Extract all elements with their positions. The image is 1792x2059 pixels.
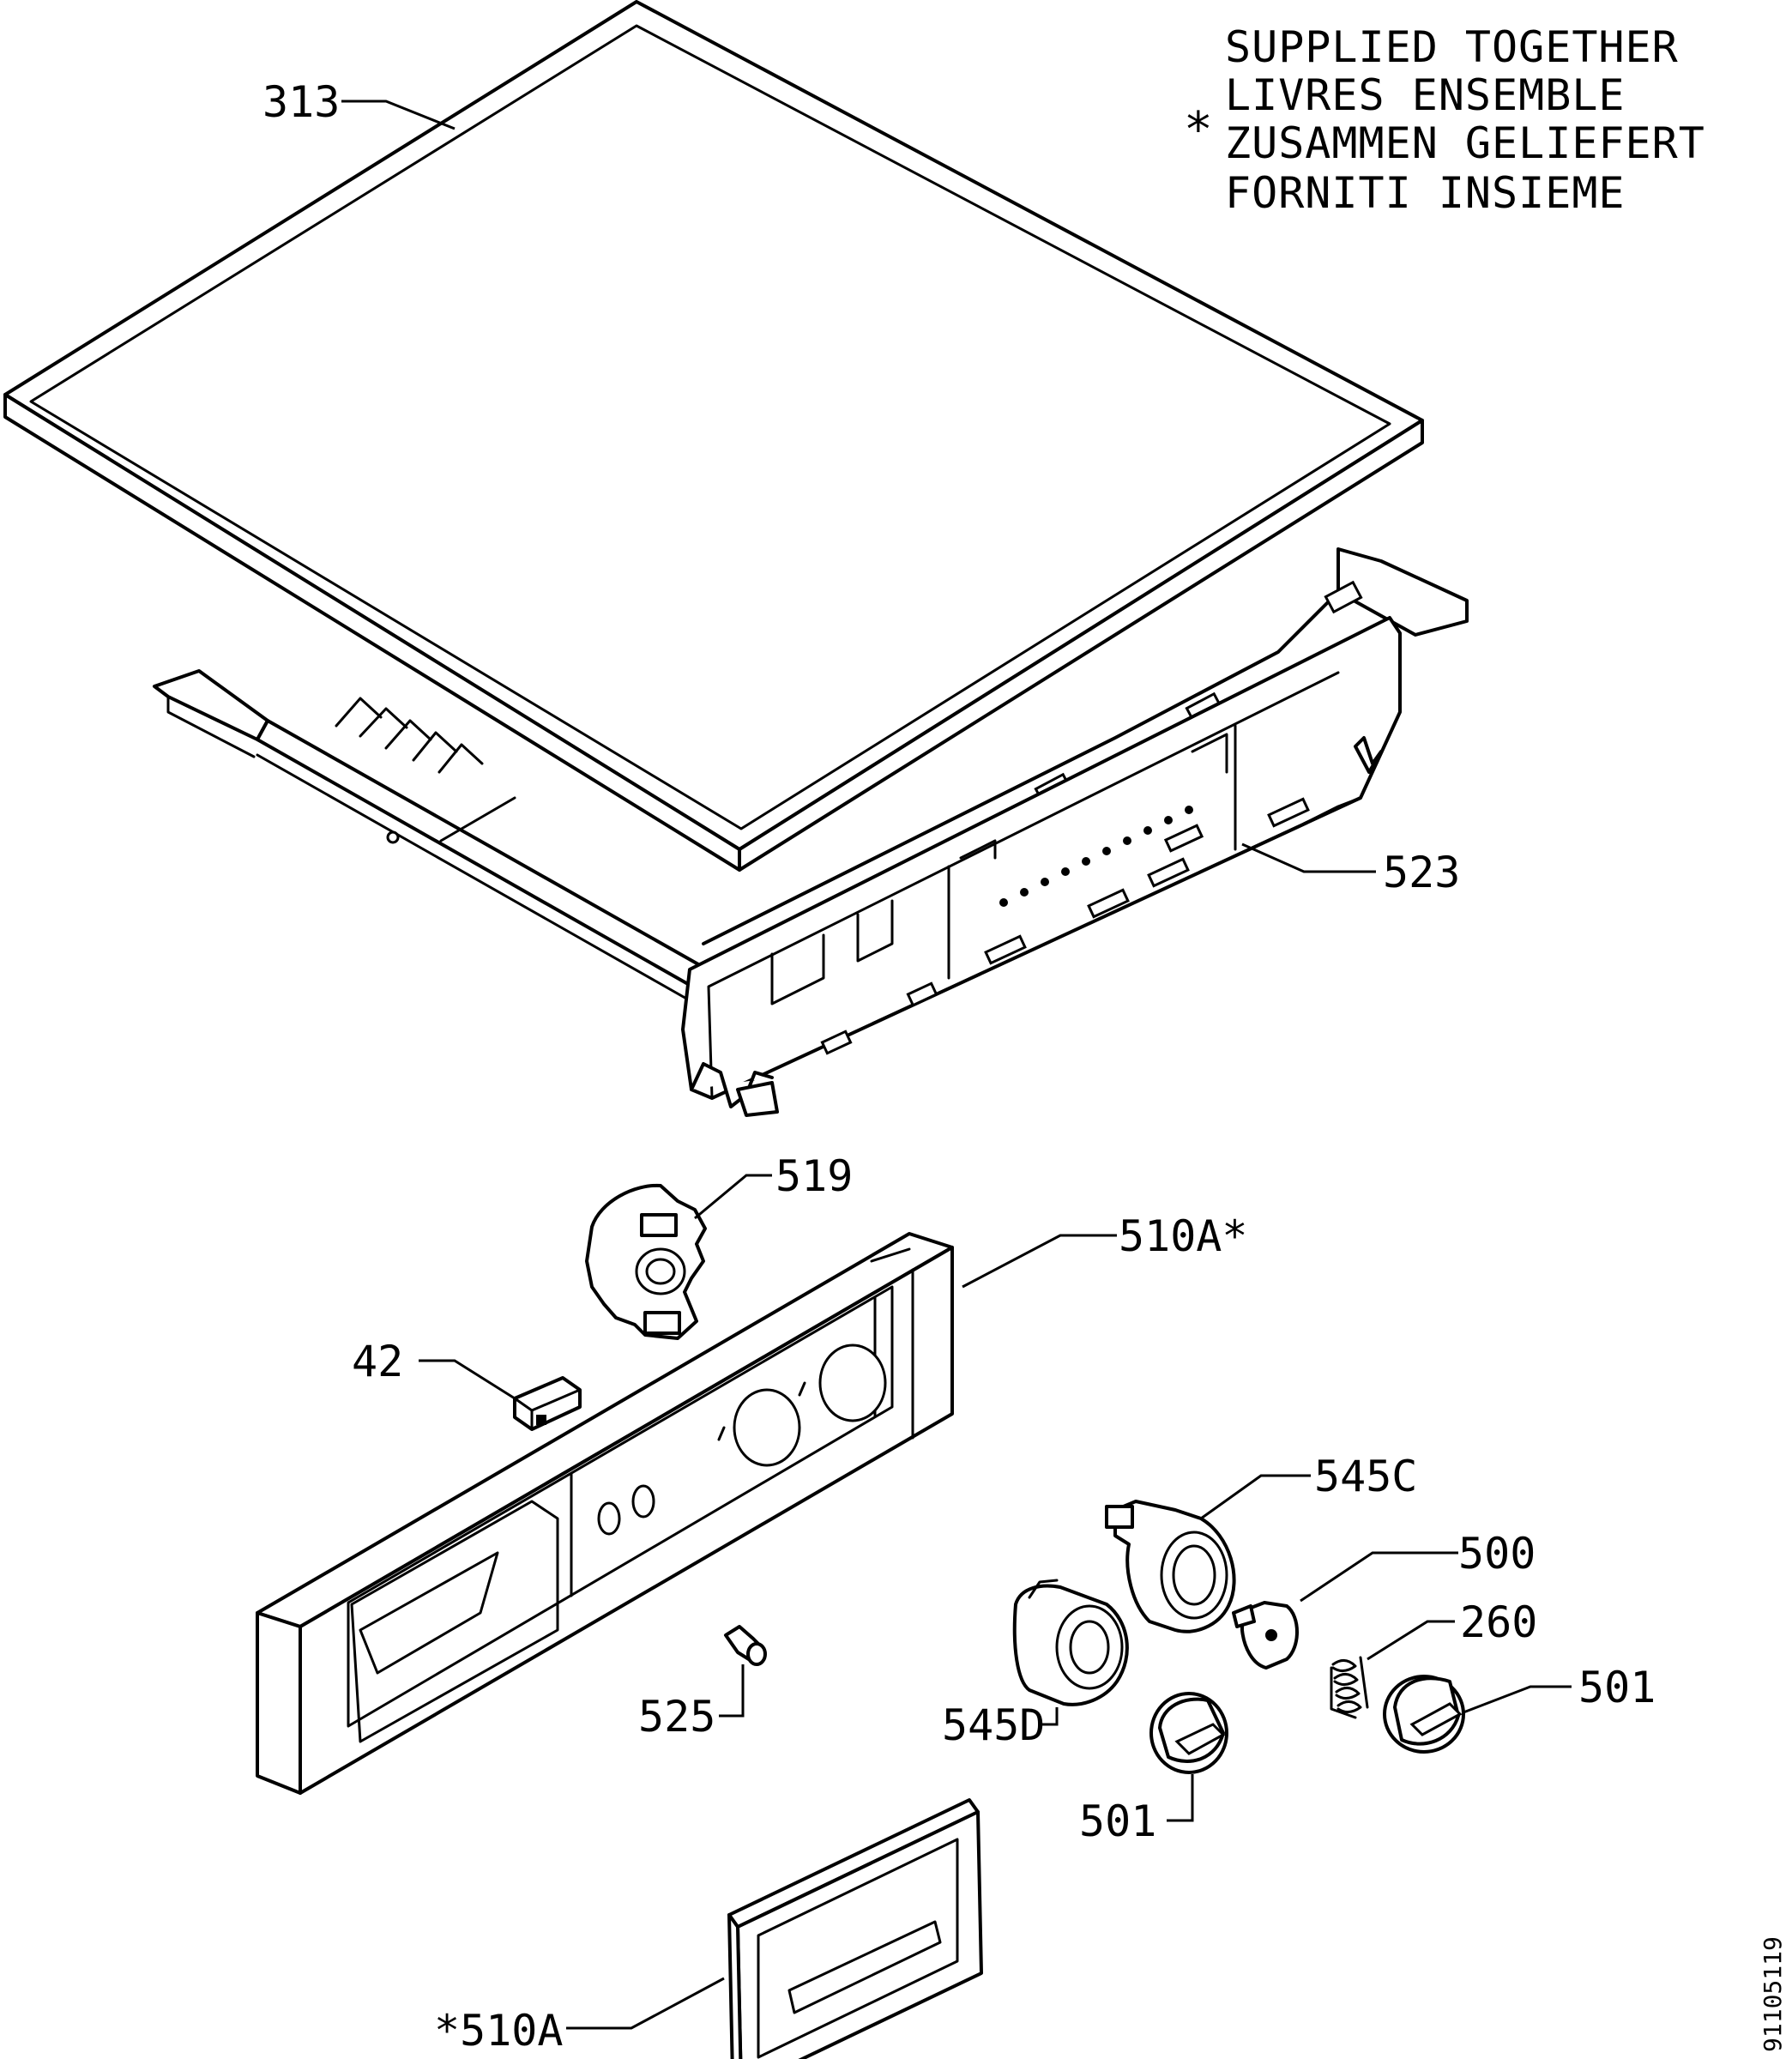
label-519: 519: [775, 1151, 853, 1201]
supplied-together-note: * SUPPLIED TOGETHER LIVRES ENSEMBLE ZUSA…: [1184, 22, 1705, 218]
note-line-it: FORNITI INSIEME: [1225, 168, 1626, 218]
callout-500: 500: [1300, 1529, 1536, 1603]
callout-42: 42: [352, 1337, 516, 1400]
callout-545d: 545D: [942, 1700, 1059, 1750]
drawing-reference-number: 91105119: [1759, 1936, 1787, 2052]
label-313: 313: [262, 77, 340, 127]
label-501-bottom: 501: [1079, 1796, 1156, 1846]
part-500-knob-insert: [1232, 1601, 1299, 1670]
note-line-en: SUPPLIED TOGETHER: [1225, 22, 1679, 72]
part-545c-indicator-housing: [1105, 1500, 1236, 1633]
callout-525: 525: [638, 1664, 745, 1742]
label-525: 525: [638, 1692, 715, 1742]
part-525-pin: [724, 1625, 767, 1666]
callout-501-bottom: 501: [1079, 1774, 1194, 1846]
note-line-fr: LIVRES ENSEMBLE: [1225, 70, 1626, 120]
callout-510a-top: 510A*: [962, 1211, 1248, 1289]
label-501-right: 501: [1578, 1663, 1656, 1712]
label-523: 523: [1383, 848, 1460, 897]
callout-545c: 545C: [1200, 1452, 1417, 1520]
frame-hole-row: [999, 806, 1193, 907]
part-519-cam-bracket: [585, 1183, 707, 1340]
note-line-de: ZUSAMMEN GELIEFERT: [1225, 118, 1705, 168]
part-510a-drawer-handle: [727, 1798, 983, 2059]
part-545d-lamp-holder: [1012, 1579, 1129, 1706]
part-260-spring: [1330, 1656, 1369, 1719]
callout-313: 313: [262, 77, 456, 130]
part-501-knob-right: [1383, 1675, 1465, 1754]
part-42-clip: [513, 1376, 582, 1431]
part-510a-fascia-panel: [256, 1232, 954, 1795]
label-42: 42: [352, 1337, 403, 1386]
callout-510a-bottom: *510A: [434, 1977, 725, 2056]
part-313-top-lid: [3, 0, 1424, 872]
label-260: 260: [1460, 1597, 1537, 1647]
callout-501-right: 501: [1463, 1663, 1656, 1714]
part-501-knob-bottom: [1149, 1692, 1228, 1774]
label-510a-bottom: *510A: [434, 2006, 564, 2056]
part-523-panel-frame: [153, 547, 1469, 1117]
note-asterisk: *: [1184, 102, 1213, 158]
callout-519: 519: [694, 1151, 853, 1220]
label-500: 500: [1458, 1529, 1536, 1579]
callout-523: 523: [1241, 842, 1460, 897]
label-510a-top: 510A*: [1119, 1211, 1248, 1261]
callout-260: 260: [1367, 1597, 1537, 1661]
label-545c: 545C: [1314, 1452, 1417, 1501]
label-545d: 545D: [942, 1700, 1045, 1750]
